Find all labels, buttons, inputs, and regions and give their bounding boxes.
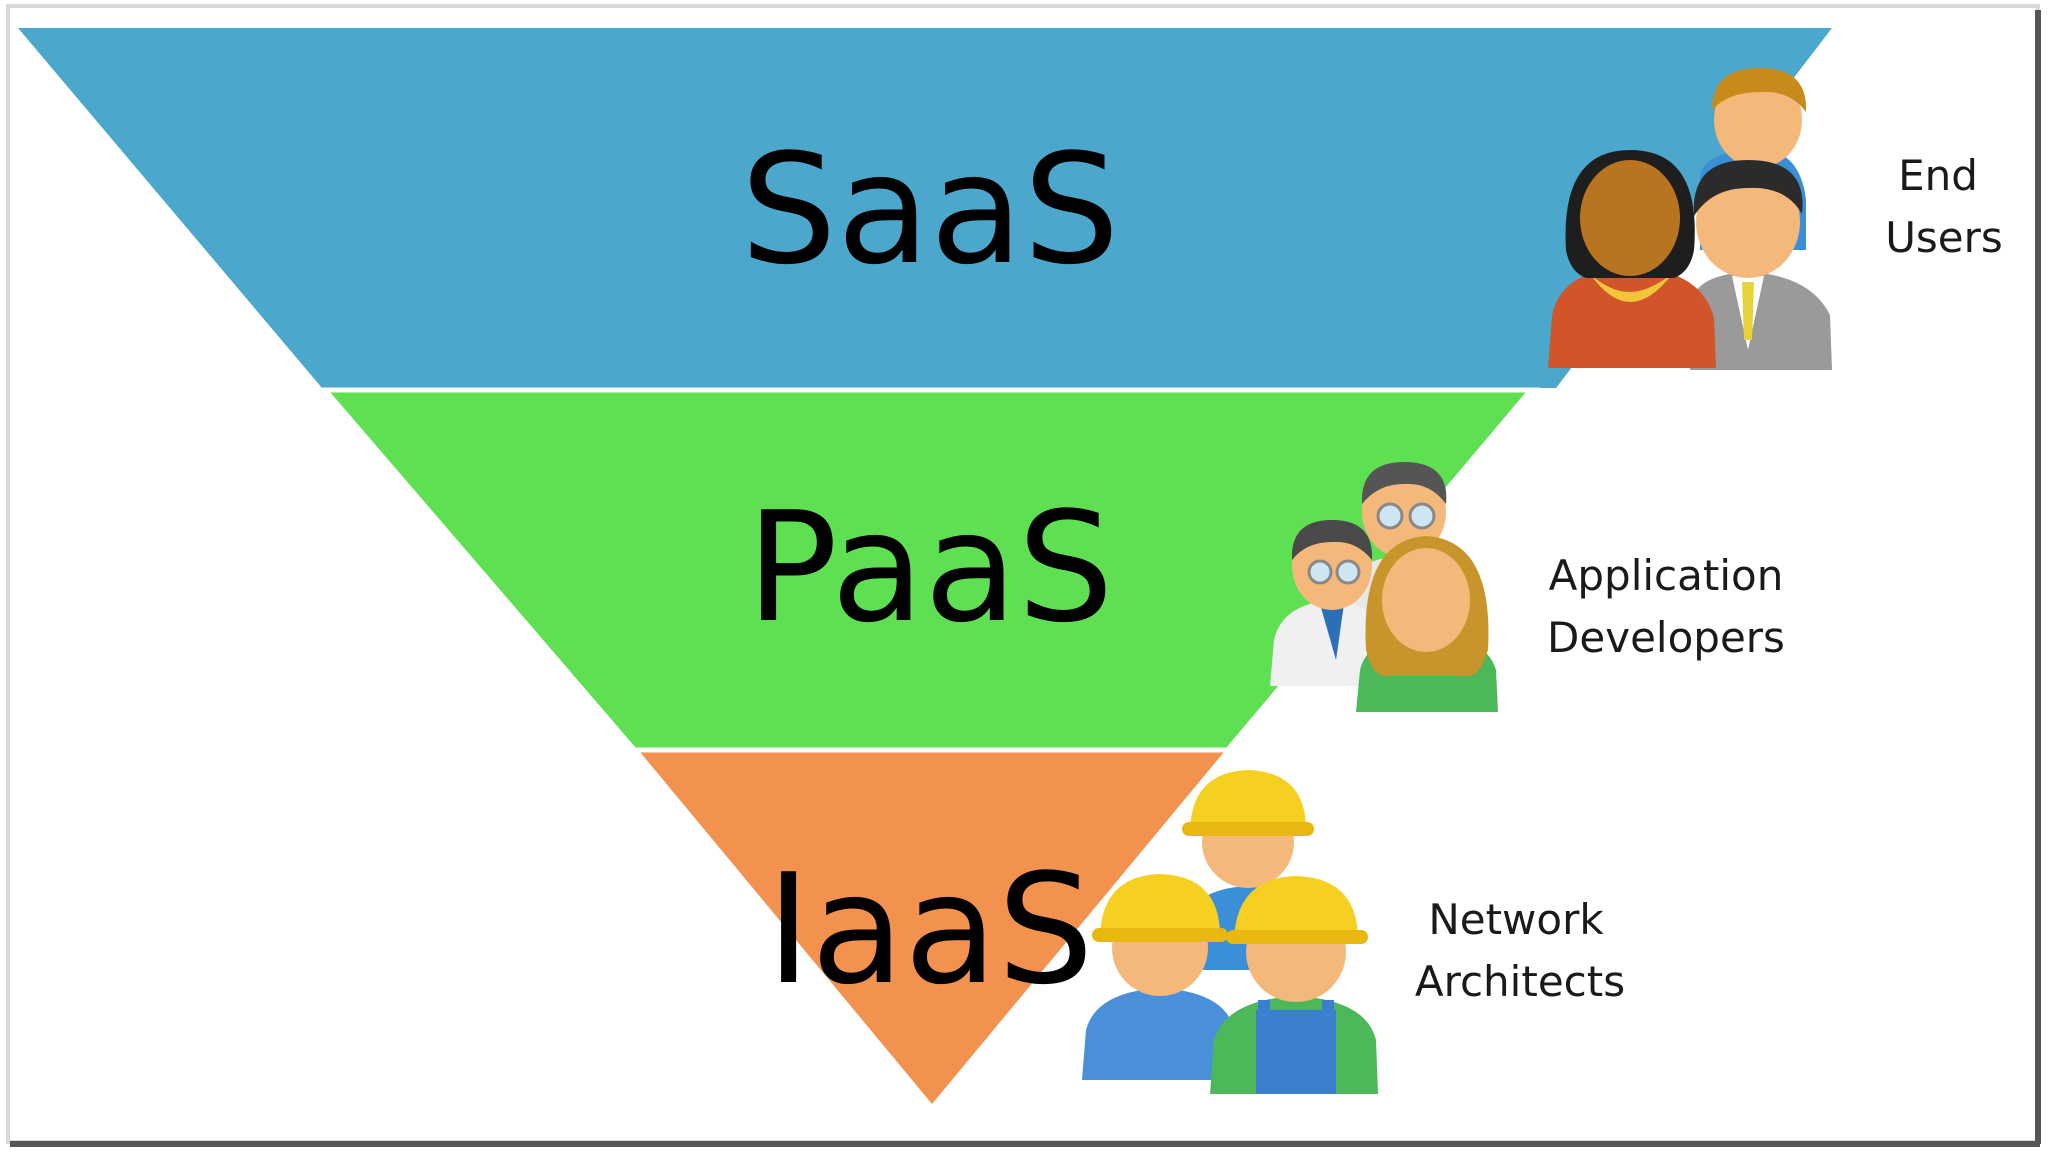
paas-label: PaaS [746,479,1114,656]
paas-audience-line2: Developers [1547,613,1785,662]
iaas-band [640,752,1224,1104]
developers-group-icon [1270,462,1498,712]
end-users-group-icon [1548,68,1832,370]
person-icon [1082,874,1236,1080]
saas-label: SaaS [740,121,1119,298]
saas-audience-line2: Users [1885,213,2003,262]
paas-band [330,392,1526,748]
saas-band [18,28,1832,388]
saas-audience-line1: End [1898,151,1978,200]
person-icon [1356,536,1498,712]
person-icon [1548,150,1716,368]
paas-audience-line1: Application [1549,551,1784,600]
iaas-audience-line2: Architects [1415,957,1625,1006]
person-icon [1690,160,1832,370]
network-architects-group-icon [1082,770,1378,1094]
person-icon [1210,876,1378,1094]
iaas-label: IaaS [766,841,1094,1018]
person-icon [1270,520,1392,686]
iaas-audience-line1: Network [1428,895,1604,944]
